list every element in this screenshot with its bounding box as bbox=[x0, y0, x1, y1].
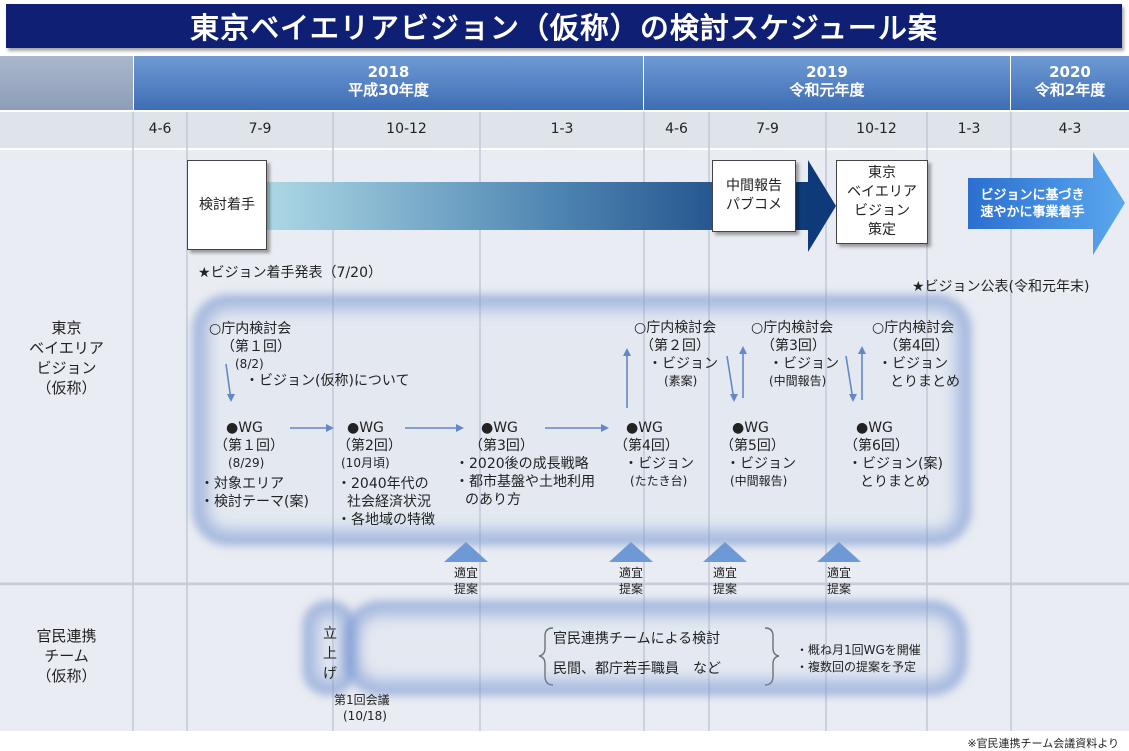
quarter-label: 4-3 bbox=[1058, 121, 1082, 137]
proposal-label: 適宜 提案 bbox=[712, 566, 737, 596]
quarter-label: 10-12 bbox=[386, 121, 427, 137]
meeting-2: ○庁内検討会 （第２回） ・ビジョン (素案) bbox=[634, 320, 718, 388]
quarter-label: 1-3 bbox=[957, 121, 981, 137]
wg-4: ●WG （第4回） ・ビジョン (たたき台) bbox=[614, 420, 694, 488]
row-label-vision: 東京 ベイエリア ビジョン （仮称） bbox=[29, 319, 104, 397]
wg-6: ●WG （第6回） ・ビジョン(案) とりまとめ bbox=[844, 420, 943, 490]
team-desc-1: 官民連携チームによる検討 bbox=[553, 631, 721, 647]
wg-3: ●WG （第3回） ・2020後の成長戦略 ・都市基盤や土地利用 のあり方 bbox=[455, 420, 595, 508]
meeting-3: ○庁内検討会 （第3回） ・ビジョン (中間報告) bbox=[751, 320, 839, 388]
milestone-start: 検討着手 bbox=[187, 160, 267, 250]
team-note-1: ・概ね月1回WGを開催 bbox=[796, 643, 921, 657]
team-note-2: ・複数回の提案を予定 bbox=[796, 660, 917, 674]
action-label: ビジョンに基づき 速やかに事業着手 bbox=[980, 188, 1085, 220]
team-first-date: (10/18) bbox=[343, 709, 387, 723]
timeline-arrowhead bbox=[808, 160, 836, 252]
milestone-final: 東京 ベイエリア ビジョン 策定 bbox=[836, 160, 928, 244]
wg-1: ●WG （第１回） (8/29) ・対象エリア ・検討テーマ(案) bbox=[200, 420, 309, 510]
source-note: ※官民連携チーム会議資料より bbox=[967, 737, 1119, 750]
team-launch: 立 上 げ bbox=[323, 626, 337, 682]
announce-start: ★ビジョン着手発表（7/20） bbox=[198, 265, 382, 281]
page-title: 東京ベイエリアビジョン（仮称）の検討スケジュール案 bbox=[6, 4, 1122, 48]
row-label-team: 官民連携 チーム （仮称） bbox=[36, 627, 97, 685]
wg-5: ●WG （第5回） ・ビジョン (中間報告) bbox=[720, 420, 796, 488]
schedule-grid bbox=[0, 56, 1129, 751]
quarter-label: 7-9 bbox=[756, 121, 779, 137]
team-first-meeting: 第1回会議 bbox=[334, 693, 390, 707]
meeting-1: ○庁内検討会 （第１回） (8/2) ・ビジョン(仮称)について bbox=[209, 321, 410, 389]
quarter-label: 4-6 bbox=[148, 121, 172, 137]
proposal-arrows bbox=[444, 542, 861, 562]
action-arrow bbox=[968, 152, 1125, 255]
announce-public: ★ビジョン公表(令和元年末) bbox=[912, 279, 1090, 295]
quarter-label: 10-12 bbox=[856, 121, 897, 137]
team-glow-area bbox=[350, 606, 962, 690]
proposal-label: 適宜 提案 bbox=[453, 566, 478, 596]
proposal-label: 適宜 提案 bbox=[826, 566, 851, 596]
team-desc-2: 民間、都庁若手職員 など bbox=[553, 661, 721, 677]
quarter-label: 4-6 bbox=[665, 121, 688, 137]
vision-glow-area bbox=[198, 300, 966, 540]
quarter-label: 1-3 bbox=[550, 121, 574, 137]
milestone-interim: 中間報告 パブコメ bbox=[712, 160, 796, 232]
proposal-label: 適宜 提案 bbox=[618, 566, 643, 596]
quarter-label: 7-9 bbox=[248, 121, 272, 137]
wg-2: ●WG （第2回） (10月頃) ・2040年代の 社会経済状況 ・各地域の特徴 bbox=[337, 420, 435, 528]
launch-glow bbox=[308, 606, 350, 690]
meeting-4: ○庁内検討会 （第4回） ・ビジョン とりまとめ bbox=[872, 320, 960, 390]
